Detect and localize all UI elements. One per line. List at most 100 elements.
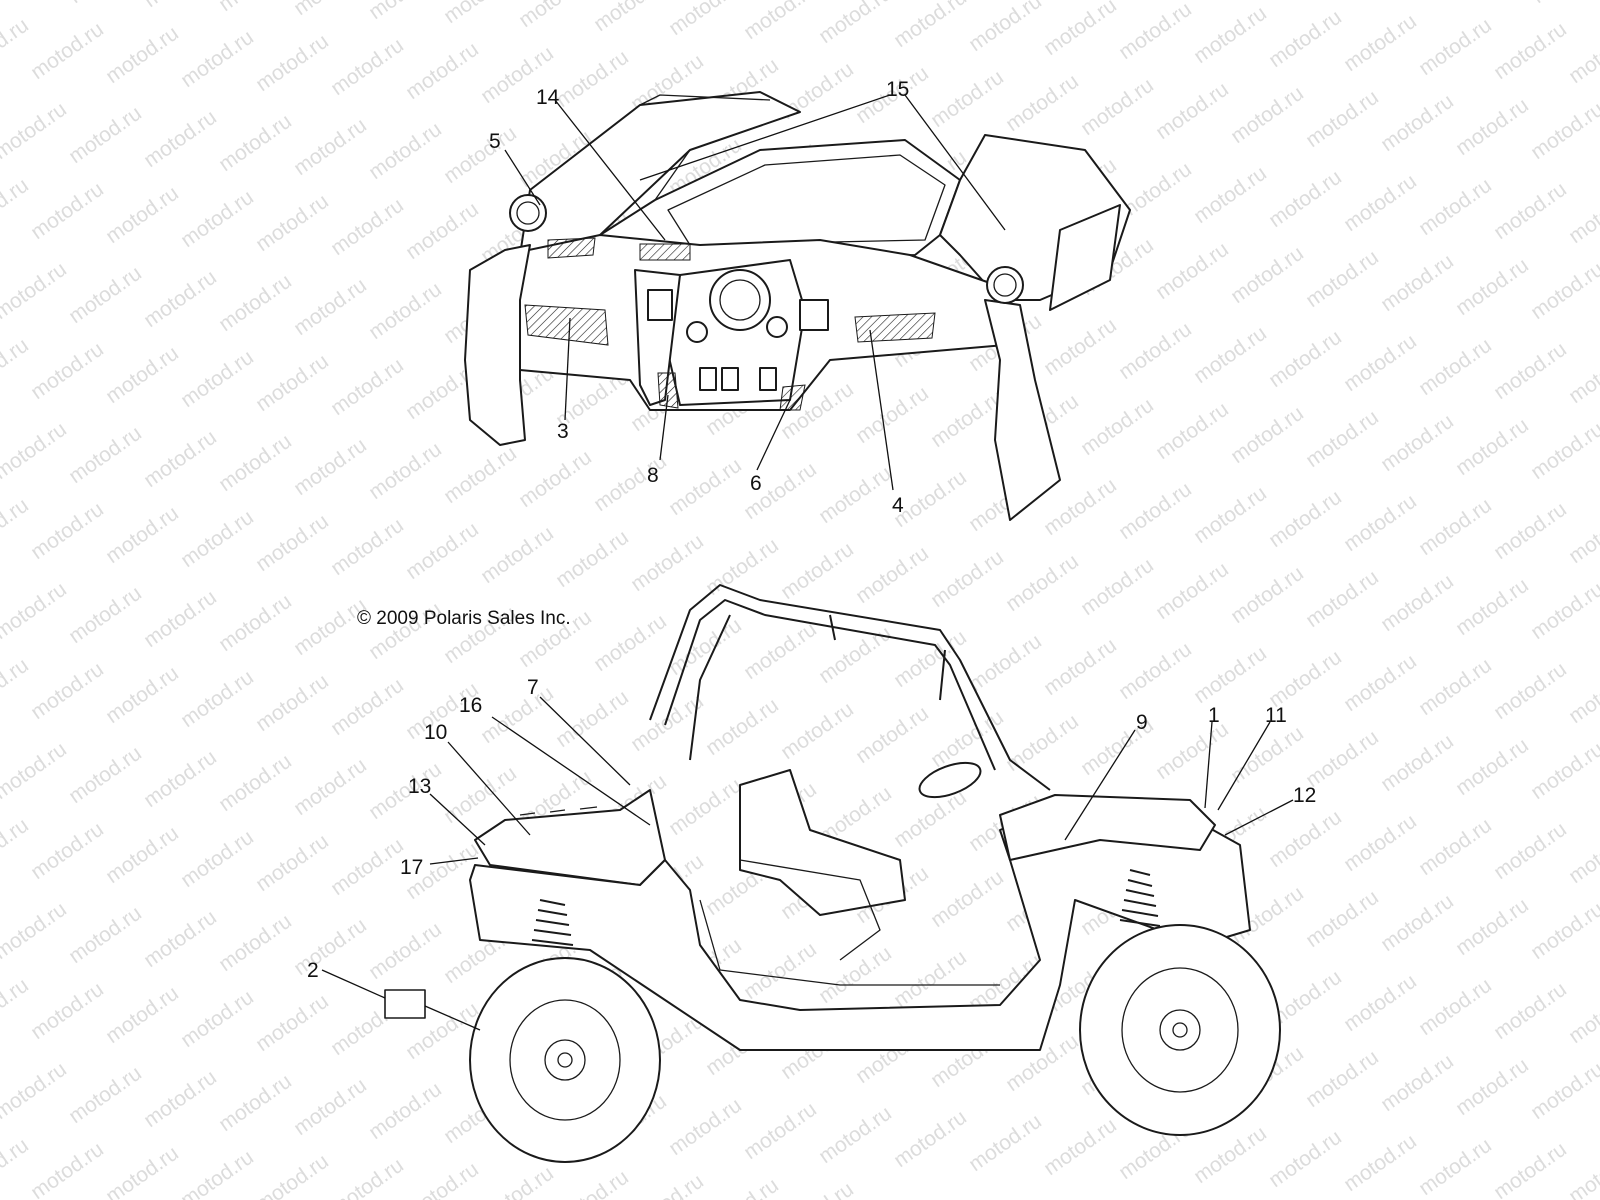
watermark-text: motod.ru: [852, 382, 933, 448]
watermark-text: motod.ru: [777, 538, 858, 604]
watermark-text: motod.ru: [1377, 410, 1458, 476]
steering-wheel: [918, 761, 982, 799]
callout-2: 2: [307, 959, 319, 982]
watermark-text: motod.ru: [0, 14, 33, 80]
callout-17: 17: [400, 856, 423, 879]
callout-12: 12: [1293, 784, 1316, 807]
watermark-text: motod.ru: [1265, 1126, 1346, 1192]
right-knob: [766, 316, 788, 338]
watermark-text: motod.ru: [252, 670, 333, 736]
watermark-text: motod.ru: [1415, 814, 1496, 880]
watermark-text: motod.ru: [1340, 330, 1421, 396]
watermark-text: motod.ru: [1565, 982, 1600, 1048]
watermark-text: motod.ru: [402, 518, 483, 584]
watermark-text: motod.ru: [140, 266, 221, 332]
watermark-text: motod.ru: [177, 26, 258, 92]
callout-labels: 14 15 5 3 8 6 4 7 16 10 13 17 2 9 1 11 1…: [307, 78, 1316, 982]
front-wheel: [1079, 924, 1281, 1136]
watermark-text: motod.ru: [402, 198, 483, 264]
watermark-text: motod.ru: [1415, 174, 1496, 240]
watermark-text: motod.ru: [665, 0, 746, 40]
watermark-text: motod.ru: [1002, 70, 1083, 136]
watermark-text: motod.ru: [965, 630, 1046, 696]
watermark-text: motod.ru: [1190, 2, 1271, 68]
watermark-text: motod.ru: [365, 758, 446, 824]
watermark-text: motod.ru: [65, 422, 146, 488]
watermark-text: motod.ru: [1452, 94, 1533, 160]
watermark-text: motod.ru: [252, 30, 333, 96]
seat: [739, 769, 906, 916]
watermark-text: motod.ru: [1415, 494, 1496, 560]
watermark-text: motod.ru: [65, 262, 146, 328]
watermark-text: motod.ru: [440, 0, 521, 28]
watermark-text: motod.ru: [177, 986, 258, 1052]
decal-4: [854, 312, 936, 343]
watermark-text: motod.ru: [102, 342, 183, 408]
watermark-text: motod.ru: [852, 702, 933, 768]
copyright-notice: © 2009 Polaris Sales Inc.: [357, 608, 571, 629]
watermark-text: motod.ru: [327, 354, 408, 420]
watermark-text: motod.ru: [1115, 0, 1196, 64]
watermark-text: motod.ru: [0, 0, 71, 4]
watermark-text: motod.ru: [1340, 10, 1421, 76]
watermark-text: motod.ru: [1490, 338, 1571, 404]
speedometer: [709, 269, 771, 331]
front-spring: [1119, 869, 1161, 927]
watermark-text: motod.ru: [1302, 1046, 1383, 1112]
watermark-text: motod.ru: [177, 666, 258, 732]
watermark-text: motod.ru: [102, 822, 183, 888]
watermark-text: motod.ru: [515, 446, 596, 512]
watermark-text: motod.ru: [702, 1174, 783, 1200]
watermark-text: motod.ru: [140, 426, 221, 492]
right-side-decal-panel: [1049, 204, 1121, 311]
watermark-text: motod.ru: [65, 582, 146, 648]
watermark-text: motod.ru: [1340, 490, 1421, 556]
watermark-text: motod.ru: [1340, 170, 1421, 236]
watermark-text: motod.ru: [177, 186, 258, 252]
watermark-text: motod.ru: [1377, 90, 1458, 156]
watermark-text: motod.ru: [27, 1138, 108, 1200]
watermark-text: motod.ru: [1265, 806, 1346, 872]
watermark-text: motod.ru: [1527, 258, 1600, 324]
watermark-text: motod.ru: [440, 762, 521, 828]
watermark-text: motod.ru: [552, 686, 633, 752]
watermark-text: motod.ru: [627, 1170, 708, 1200]
watermark-text: motod.ru: [290, 754, 371, 820]
watermark-text: motod.ru: [815, 0, 896, 48]
watermark-text: motod.ru: [1377, 250, 1458, 316]
watermark-text: motod.ru: [740, 938, 821, 1004]
watermark-text: motod.ru: [0, 258, 71, 324]
watermark-text: motod.ru: [1265, 166, 1346, 232]
watermark-text: motod.ru: [1453, 0, 1534, 4]
watermark-text: motod.ru: [815, 1102, 896, 1168]
watermark-text: motod.ru: [0, 898, 71, 964]
watermark-text: motod.ru: [215, 590, 296, 656]
callout-6: 6: [750, 472, 762, 495]
watermark-text: motod.ru: [290, 114, 371, 180]
watermark-text: motod.ru: [965, 0, 1046, 56]
watermark-text: motod.ru: [890, 1106, 971, 1172]
watermark-text: motod.ru: [1565, 662, 1600, 728]
watermark-text: motod.ru: [1152, 238, 1233, 304]
watermark-text: motod.ru: [1115, 318, 1196, 384]
watermark-text: motod.ru: [1152, 718, 1233, 784]
watermark-text: motod.ru: [65, 102, 146, 168]
watermark-text: motod.ru: [27, 658, 108, 724]
watermark-text: motod.ru: [252, 830, 333, 896]
callout-10: 10: [424, 721, 447, 744]
watermark-text: motod.ru: [0, 494, 33, 560]
watermark-text: motod.ru: [927, 546, 1008, 612]
callout-13: 13: [408, 775, 431, 798]
watermark-text: motod.ru: [1490, 818, 1571, 884]
watermark-text: motod.ru: [1077, 74, 1158, 140]
watermark-text: motod.ru: [552, 526, 633, 592]
watermark-text: motod.ru: [327, 34, 408, 100]
watermark-text: motod.ru: [215, 750, 296, 816]
watermark-text: motod.ru: [1227, 82, 1308, 148]
watermark-text: motod.ru: [102, 22, 183, 88]
watermark-text: motod.ru: [0, 1058, 71, 1124]
watermark-text: motod.ru: [0, 578, 71, 644]
watermark-text: motod.ru: [102, 1142, 183, 1200]
watermark-text: motod.ru: [1152, 78, 1233, 144]
callout-16: 16: [459, 694, 482, 717]
